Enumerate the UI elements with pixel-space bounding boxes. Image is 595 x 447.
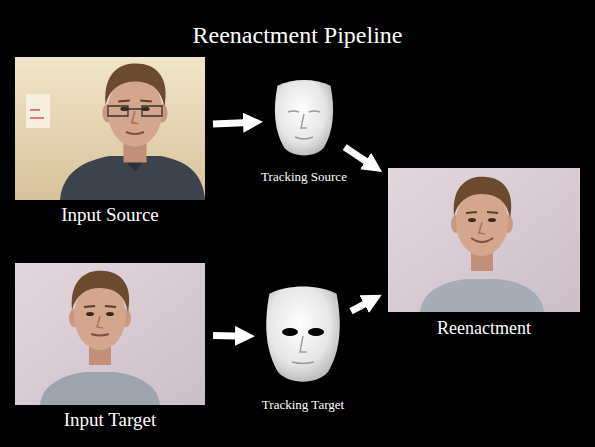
shirt (60, 156, 205, 200)
wall-sign-marks (30, 110, 44, 118)
node-label: Reenactment (437, 318, 531, 339)
pipeline-arrow (351, 299, 375, 312)
pipeline-arrow (213, 122, 255, 124)
photo-background (15, 263, 205, 405)
photo-background (15, 57, 205, 200)
pipeline-arrow (213, 332, 247, 340)
glasses (108, 106, 162, 116)
face-mesh (266, 287, 340, 382)
mesh-features (288, 111, 320, 139)
smile (471, 238, 493, 242)
node-label: Tracking Target (262, 398, 344, 413)
node-label: Input Target (64, 409, 156, 431)
shirt (40, 372, 160, 405)
photo-background (388, 168, 580, 312)
photo-panel: Reenactment (388, 168, 580, 312)
reenactment-photo (388, 168, 580, 312)
pipeline-arrow (345, 147, 376, 168)
mesh-panel: Tracking Target (262, 290, 344, 384)
source-mesh (275, 80, 333, 155)
eye-hole (308, 328, 324, 336)
wall-sign (26, 94, 50, 128)
face-mesh (275, 80, 333, 155)
mouth (91, 334, 109, 336)
target-mesh (266, 287, 340, 382)
shirt (420, 279, 544, 312)
photo-panel: Input Source (15, 57, 205, 200)
node-label: Tracking Source (261, 170, 347, 185)
photo-panel: Input Target (15, 263, 205, 405)
mesh-panel: Tracking Source (270, 82, 338, 158)
target-face (69, 271, 131, 365)
mouth (126, 132, 144, 134)
diagram-title: Reenactment Pipeline (0, 22, 595, 50)
source-face (102, 63, 167, 162)
mesh-features (292, 336, 314, 364)
eye-hole (282, 328, 298, 336)
reenacted-face (451, 177, 513, 271)
node-label: Input Source (61, 204, 159, 226)
source-photo (15, 57, 205, 200)
target-photo (15, 263, 205, 405)
